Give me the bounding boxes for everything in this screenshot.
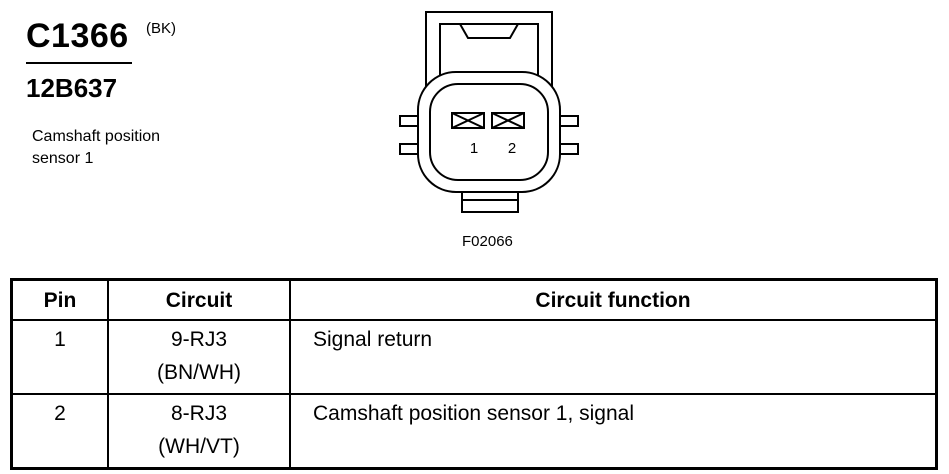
circuit-code: 8-RJ3 bbox=[170, 402, 228, 425]
header-circuit: Circuit bbox=[107, 278, 291, 321]
connector-right-rib-upper bbox=[560, 115, 579, 127]
connector-left-rib-lower bbox=[399, 143, 418, 155]
pin-number: 2 bbox=[10, 393, 109, 470]
wire-color: (BN/WH) bbox=[157, 361, 241, 384]
pin-2-label: 2 bbox=[508, 140, 516, 157]
connector-color: (BK) bbox=[146, 20, 176, 37]
connector-housing-outer bbox=[417, 71, 561, 193]
circuit-cell: 8-RJ3 (WH/VT) bbox=[107, 393, 291, 470]
pin-1-terminal bbox=[451, 112, 485, 129]
pin-number: 1 bbox=[10, 319, 109, 395]
pin-1-label: 1 bbox=[470, 140, 478, 157]
connector-description: Camshaft position sensor 1 bbox=[32, 128, 161, 167]
figure-id: F02066 bbox=[462, 233, 513, 250]
table-row: 2 8-RJ3 (WH/VT) Camshaft position sensor… bbox=[10, 393, 938, 470]
title-underline bbox=[26, 62, 132, 64]
part-number: 12B637 bbox=[26, 73, 118, 103]
header-circuit-function: Circuit function bbox=[289, 278, 938, 321]
connector-latch-notch bbox=[459, 23, 519, 39]
pinout-table: Pin Circuit Circuit function 1 9-RJ3 (BN… bbox=[10, 278, 938, 470]
connector-latch-inner bbox=[439, 23, 539, 94]
connector-id: C1366 bbox=[26, 17, 129, 55]
connector-right-rib-lower bbox=[560, 143, 579, 155]
circuit-function: Camshaft position sensor 1, signal bbox=[289, 393, 938, 470]
circuit-cell: 9-RJ3 (BN/WH) bbox=[107, 319, 291, 395]
wire-color: (WH/VT) bbox=[158, 435, 240, 458]
circuit-function: Signal return bbox=[289, 319, 938, 395]
circuit-code: 9-RJ3 bbox=[170, 328, 228, 351]
connector-latch bbox=[425, 11, 553, 94]
table-header-row: Pin Circuit Circuit function bbox=[10, 278, 938, 321]
pin-2-terminal bbox=[491, 112, 525, 129]
connector-face-diagram: 1 2 bbox=[399, 11, 579, 213]
connector-housing-inner bbox=[429, 83, 549, 181]
header-pin: Pin bbox=[10, 278, 109, 321]
table-row: 1 9-RJ3 (BN/WH) Signal return bbox=[10, 319, 938, 395]
connector-left-rib-upper bbox=[399, 115, 418, 127]
connector-bottom-key bbox=[461, 192, 519, 213]
